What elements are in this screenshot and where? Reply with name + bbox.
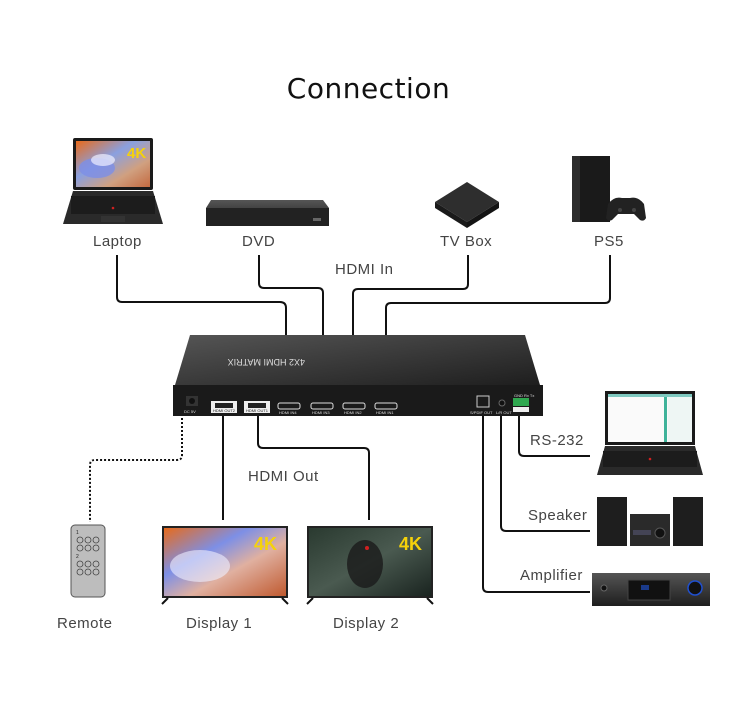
rs232-terminal <box>513 398 529 406</box>
hdmi-in1-port <box>374 402 398 410</box>
hdmi-in-label: HDMI In <box>335 261 394 278</box>
display1-label: Display 1 <box>186 615 253 632</box>
tvbox-label: TV Box <box>440 233 493 250</box>
diagram-title: Connection <box>286 72 451 105</box>
hdmi-in2-port <box>342 402 366 410</box>
wire-dvd-in3 <box>258 255 324 405</box>
svg-text:2: 2 <box>76 554 79 560</box>
svg-text:DC 5V: DC 5V <box>184 409 196 414</box>
svg-text:1: 1 <box>76 530 79 536</box>
svg-text:HDMI OUT1: HDMI OUT1 <box>246 408 269 413</box>
svg-text:HDMI OUT2: HDMI OUT2 <box>213 408 236 413</box>
amplifier-icon <box>592 573 710 606</box>
speaker-label: Speaker <box>528 507 588 524</box>
laptop-4k-badge: 4K <box>127 145 146 162</box>
ps5-label: PS5 <box>594 233 624 250</box>
speaker-system-icon <box>597 497 703 546</box>
display1-4k-badge: 4K <box>254 534 277 554</box>
remote-control-icon: 1 2 <box>70 524 106 598</box>
wire-tvbox-in2 <box>352 255 469 405</box>
wire-ps5-in1 <box>385 255 611 405</box>
wire-rs232-pc <box>518 412 590 457</box>
dvd-label: DVD <box>242 233 276 250</box>
svg-text:HDMI IN2: HDMI IN2 <box>344 410 362 415</box>
amplifier-label: Amplifier <box>520 567 583 584</box>
svg-text:L/R OUT: L/R OUT <box>496 410 512 415</box>
spdif-port <box>476 395 490 408</box>
hdmi-matrix-device: 4X2 HDMI MATRIX DC 5V HDMI OUT2 HDMI OUT… <box>173 335 543 416</box>
display1-tv-icon: 4K <box>161 526 289 605</box>
hdmi-out-label: HDMI Out <box>248 468 319 485</box>
remote-label: Remote <box>57 615 113 632</box>
svg-text:HDMI IN4: HDMI IN4 <box>279 410 297 415</box>
svg-text:HDMI IN1: HDMI IN1 <box>376 410 394 415</box>
wire-laptop-in4 <box>116 255 287 405</box>
wire-out1-display2 <box>257 415 370 520</box>
display2-4k-badge: 4K <box>399 534 422 554</box>
laptop-icon: 4K <box>63 138 163 224</box>
hdmi-in4-port <box>277 402 301 410</box>
ps5-console-icon <box>572 156 646 222</box>
wire-lr-speaker <box>500 412 590 532</box>
tv-box-icon <box>435 182 499 228</box>
dvd-player-icon <box>206 200 329 226</box>
display2-label: Display 2 <box>333 615 400 632</box>
wire-spdif-amp <box>482 412 590 593</box>
control-pc-laptop-icon <box>597 391 703 475</box>
wire-ir-remote <box>89 418 183 522</box>
display2-tv-icon: 4K <box>306 526 434 605</box>
lr-audio-port <box>498 399 506 407</box>
matrix-name: 4X2 HDMI MATRIX <box>228 357 305 367</box>
svg-text:HDMI IN3: HDMI IN3 <box>312 410 330 415</box>
svg-text:S/PDIF OUT: S/PDIF OUT <box>470 410 493 415</box>
hdmi-in3-port <box>310 402 334 410</box>
laptop-label: Laptop <box>93 233 142 250</box>
rs232-label: RS-232 <box>530 432 584 449</box>
svg-text:GND Rx Tx: GND Rx Tx <box>514 393 534 398</box>
